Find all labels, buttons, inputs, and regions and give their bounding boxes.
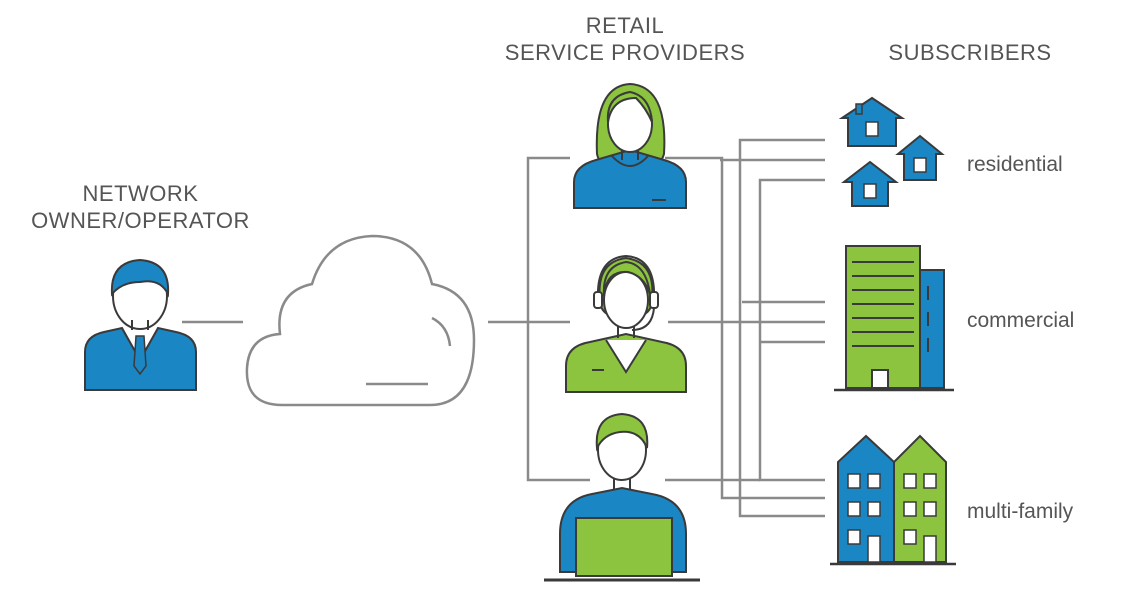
provider-bracket-line bbox=[526, 156, 590, 482]
commercial-building-icon bbox=[834, 245, 954, 392]
network-owner-icon bbox=[84, 258, 197, 391]
network-owner-heading-line1: NETWORK bbox=[82, 181, 199, 206]
residential-houses-icon bbox=[838, 96, 945, 207]
cloud-icon bbox=[245, 234, 476, 407]
bus-line-1 bbox=[665, 156, 825, 500]
multi-family-label: multi-family bbox=[967, 500, 1074, 523]
provider-headset-icon bbox=[565, 254, 687, 393]
provider-woman-icon bbox=[573, 82, 687, 209]
retail-providers-heading-line1: RETAIL bbox=[585, 13, 665, 38]
subscribers-heading: SUBSCRIBERS bbox=[888, 40, 1052, 65]
house-icon-1 bbox=[838, 96, 906, 147]
house-icon-3 bbox=[841, 160, 899, 207]
bus-line-4 bbox=[758, 178, 825, 482]
house-icon-2 bbox=[895, 134, 945, 181]
residential-label: residential bbox=[967, 153, 1063, 176]
network-owner-heading: NETWORK OWNER/OPERATOR bbox=[18, 180, 263, 234]
retail-providers-heading: RETAIL SERVICE PROVIDERS bbox=[490, 12, 760, 66]
commercial-label: commercial bbox=[967, 309, 1075, 332]
bus-line-2 bbox=[738, 138, 825, 518]
multi-family-buildings-icon bbox=[830, 434, 956, 566]
retail-providers-heading-line2: SERVICE PROVIDERS bbox=[504, 40, 746, 65]
provider-laptop-icon bbox=[544, 412, 700, 582]
network-owner-heading-line2: OWNER/OPERATOR bbox=[31, 208, 250, 233]
connection-lines bbox=[182, 138, 825, 518]
